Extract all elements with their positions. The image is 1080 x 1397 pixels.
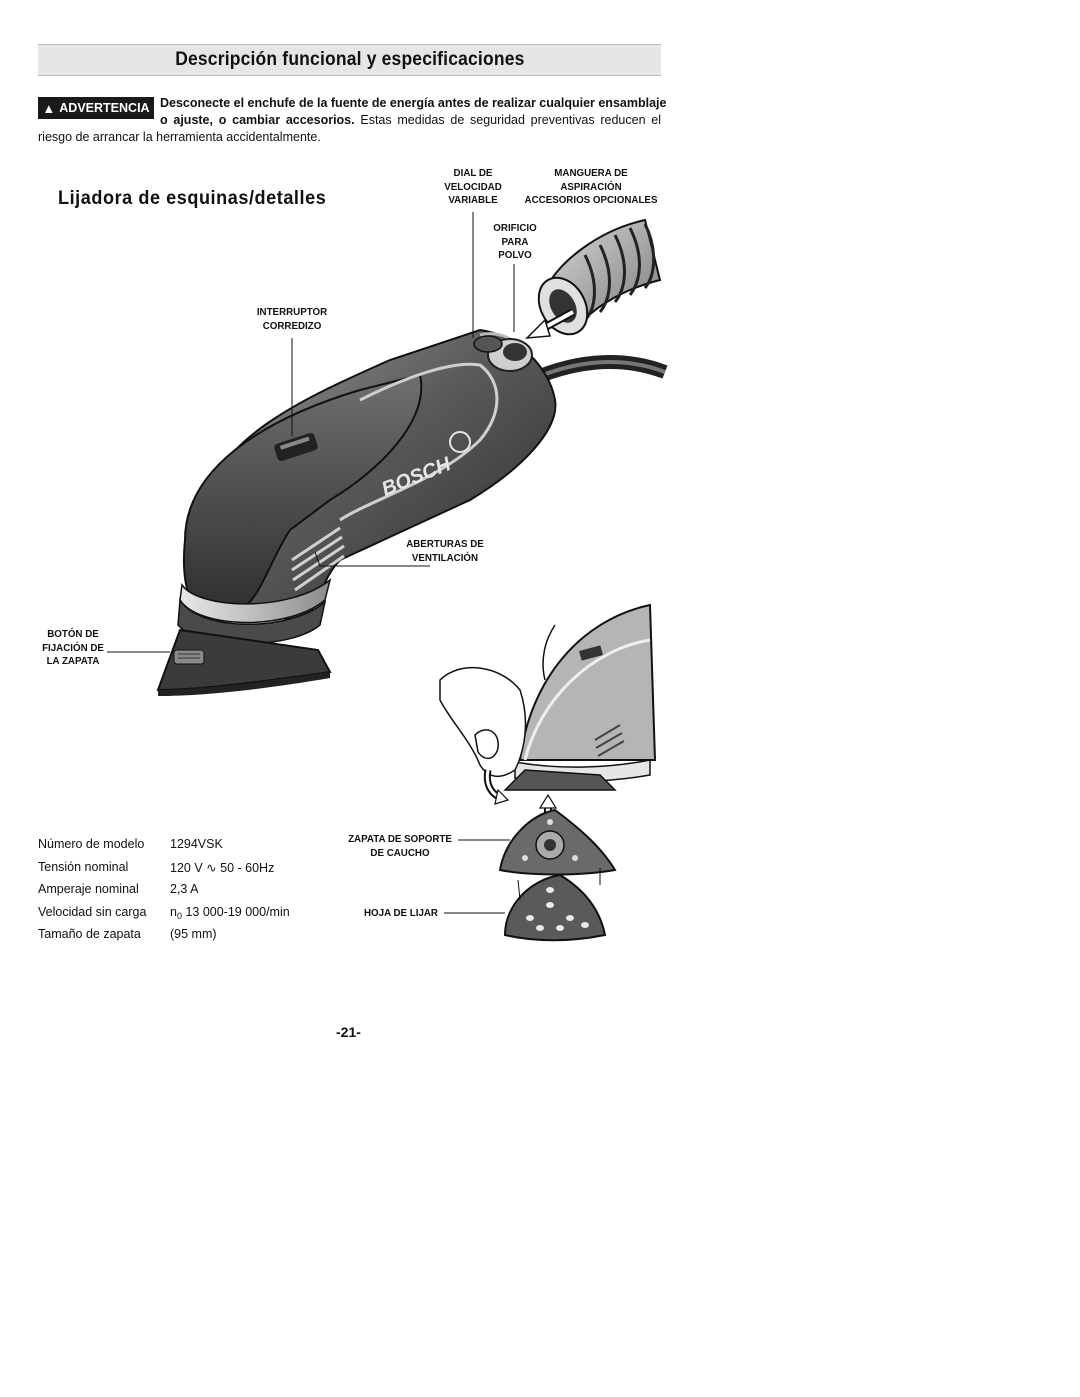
- spec-value: (95 mm): [170, 927, 217, 941]
- spec-label: Tensión nominal: [38, 859, 129, 874]
- spec-speed-value: 13 000-19 000/min: [185, 904, 290, 919]
- warning-triangle-icon: ▲: [42, 100, 56, 116]
- callout-sanding-sheet: HOJA DE LIJAR: [364, 907, 438, 919]
- warning-badge: ▲ ADVERTENCIA: [38, 97, 154, 119]
- spec-value: 1294VSK: [170, 837, 223, 851]
- page-number: -21-: [336, 1024, 361, 1040]
- callout-slide-switch: INTERRUPTOR CORREDIZO: [256, 306, 328, 332]
- pad-change-illustration: [439, 603, 657, 942]
- ac-symbol-icon: ∿: [206, 860, 217, 875]
- warning-text-line1: Desconecte el enchufe de la fuente de en…: [160, 96, 667, 110]
- spec-label: Número de modelo: [38, 837, 145, 851]
- spec-value-voltage: 120 V: [170, 860, 203, 875]
- section-title: Descripción funcional y especificaciones: [174, 49, 525, 70]
- warning-text-line2-rest: Estas medidas de seguridad preventivas r…: [354, 113, 661, 127]
- callout-dust-port: ORIFICIO PARA POLVO: [493, 222, 537, 261]
- spec-speed-symbol: n: [170, 904, 177, 919]
- spec-speed-subscript: 0: [176, 910, 182, 921]
- spec-value: 2,3 A: [170, 882, 199, 896]
- sander-body: BOSCH: [177, 328, 557, 645]
- callout-leaders: [107, 212, 515, 653]
- spec-value-frequency: 50 - 60Hz: [220, 860, 275, 875]
- spec-value: n0 13 000-19 000/min: [170, 904, 290, 921]
- callout-vacuum-hose: MANGUERA DE ASPIRACIÓN ACCESORIOS OPCION…: [524, 167, 658, 206]
- warning-text-line2-bold: o ajuste, o cambiar accesorios.: [160, 113, 355, 127]
- warning-text-line3: riesgo de arrancar la herramienta accide…: [38, 130, 321, 144]
- warning-text-line2: o ajuste, o cambiar accesorios. Estas me…: [160, 112, 661, 129]
- callout-leaders-lower: [444, 839, 510, 914]
- sanding-sheet: [503, 873, 607, 942]
- spec-label: Amperaje nominal: [38, 882, 139, 896]
- sanding-pad: [156, 628, 332, 696]
- tool-title: Lijadora de esquinas/detalles: [58, 188, 327, 209]
- callout-speed-dial: DIAL DE VELOCIDAD VARIABLE: [444, 167, 502, 206]
- callout-ventilation: ABERTURAS DE VENTILACIÓN: [406, 538, 484, 564]
- callout-rubber-pad: ZAPATA DE SOPORTE DE CAUCHO: [348, 833, 452, 859]
- spec-value: 120 V ∿ 50 - 60Hz: [170, 860, 274, 875]
- spec-label: Velocidad sin carga: [38, 904, 147, 919]
- section-header-bar: Descripción funcional y especificaciones: [38, 44, 661, 76]
- bosch-logo-icon: [449, 431, 471, 453]
- callout-pad-lock-button: BOTÓN DE FIJACIÓN DE LA ZAPATA: [42, 628, 104, 667]
- spec-label: Tamaño de zapata: [38, 927, 141, 941]
- attach-arrow-icon: [525, 308, 575, 339]
- speed-dial: [473, 335, 503, 353]
- pad-lock-button: [173, 649, 205, 665]
- warning-badge-label: ADVERTENCIA: [59, 100, 150, 115]
